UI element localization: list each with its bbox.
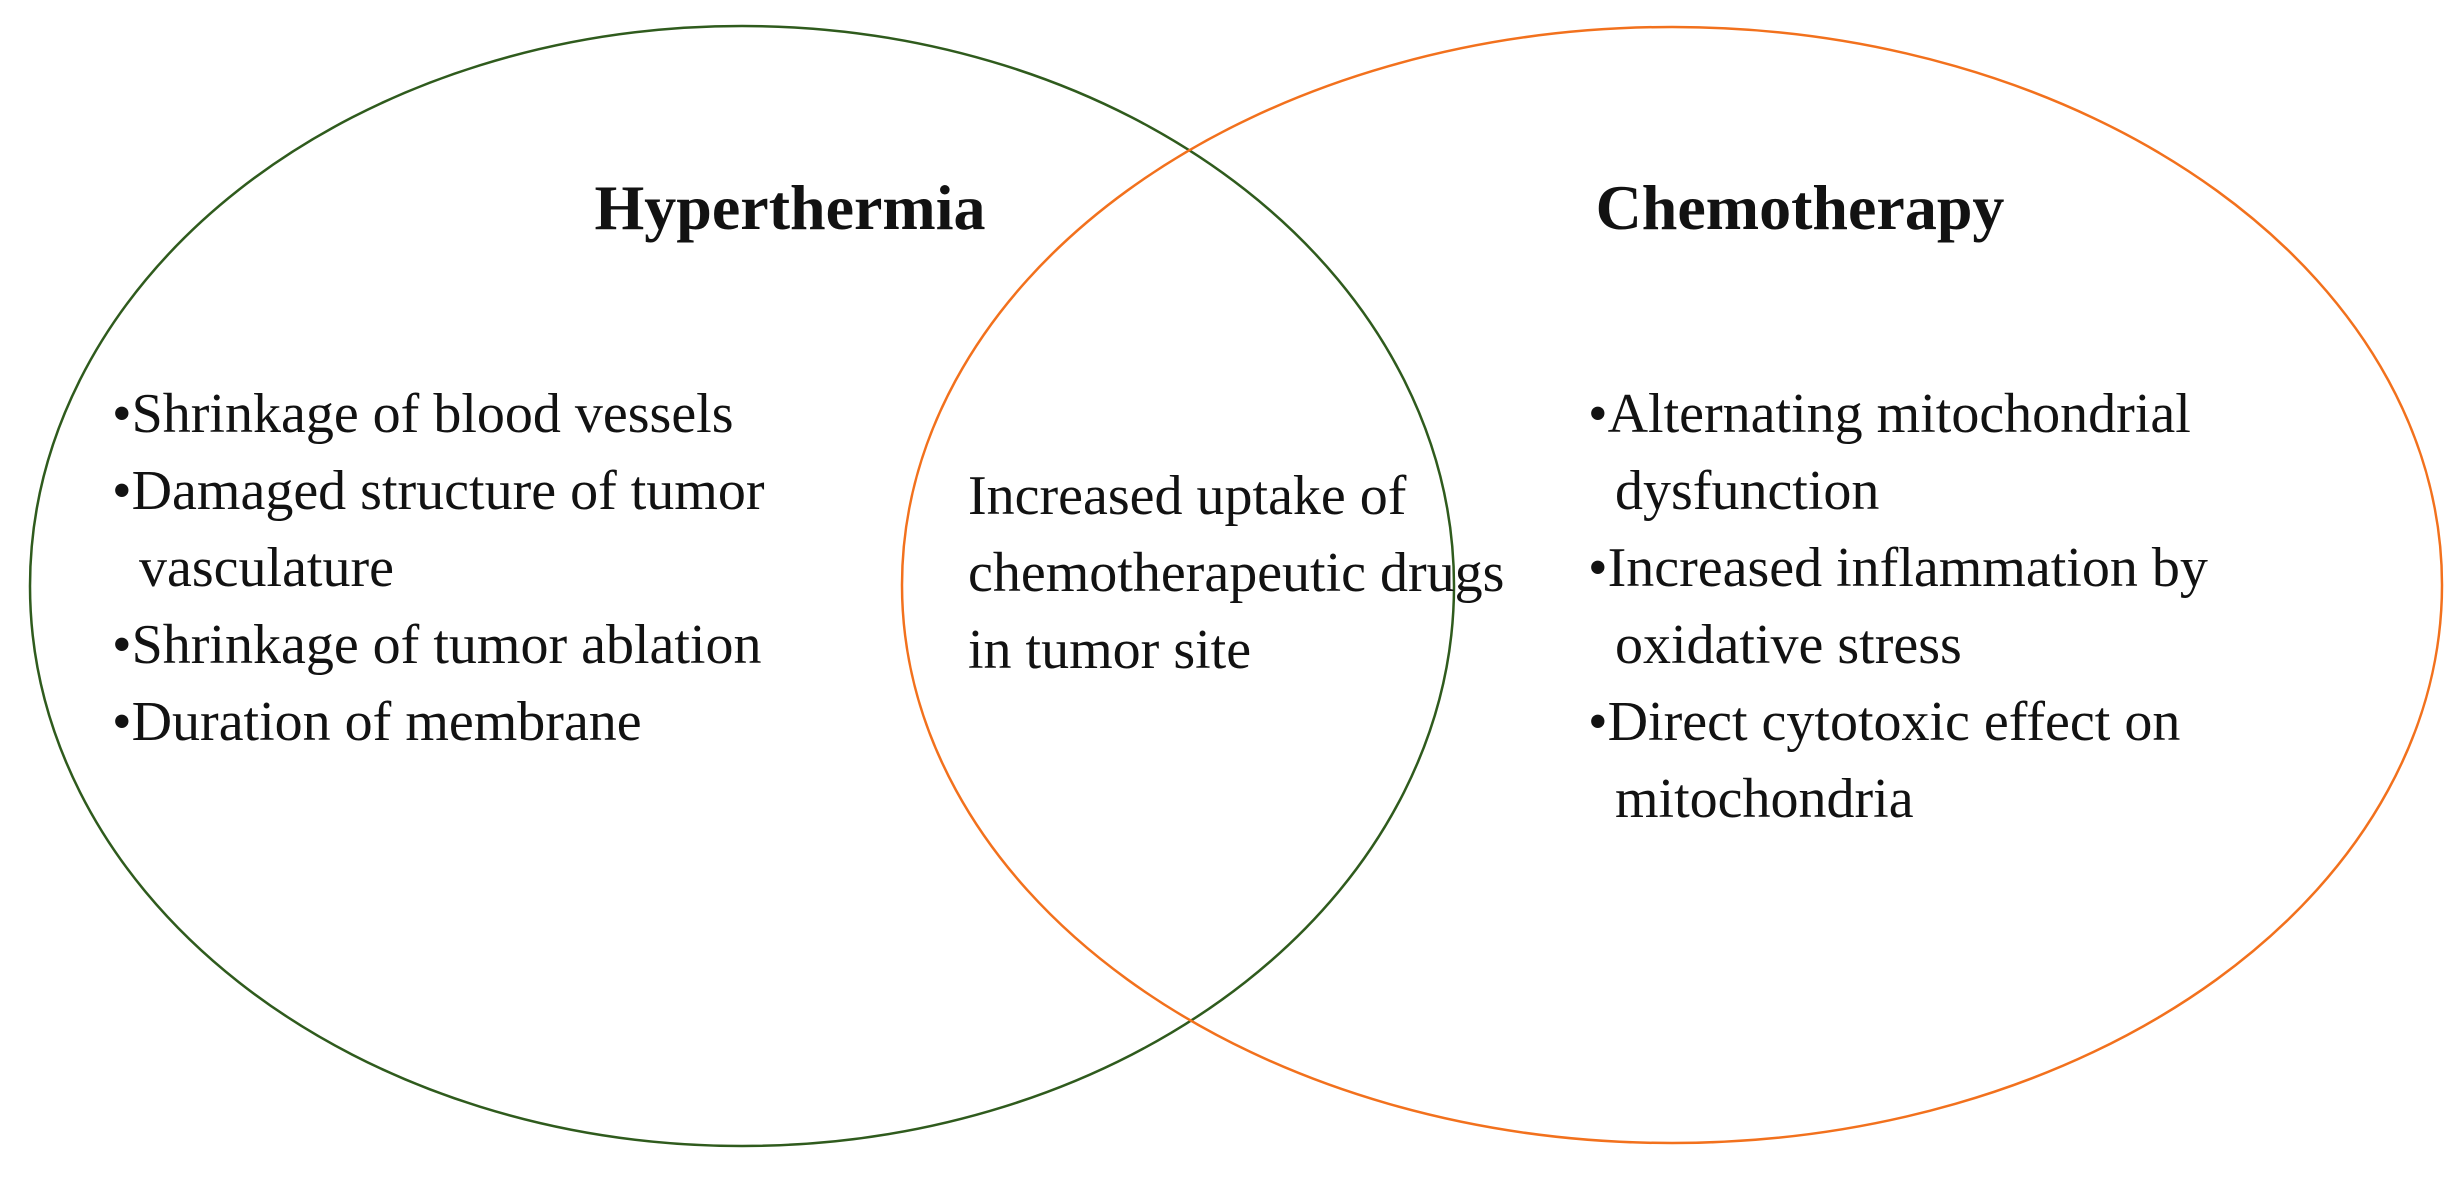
- left-set-title: Hyperthermia: [594, 172, 986, 243]
- bullet-item: Duration of membrane: [112, 684, 952, 761]
- right-set-title: Chemotherapy: [1595, 172, 2005, 243]
- intersection-text: Increased uptake of chemotherapeutic dru…: [968, 465, 1505, 681]
- bullet-item: Damaged structure of tumor vasculature: [112, 453, 952, 607]
- left-set-bullet-list: Shrinkage of blood vesselsDamaged struct…: [112, 376, 952, 761]
- bullet-item: Shrinkage of blood vessels: [112, 376, 952, 453]
- bullet-item: Alternating mitochondrial dysfunction: [1588, 376, 2388, 530]
- bullet-item: Shrinkage of tumor ablation: [112, 607, 952, 684]
- hyperthermia-ellipse-outline: [28, 24, 1456, 1148]
- bullet-item: Increased inflammation by oxidative stre…: [1588, 530, 2388, 684]
- right-set-bullet-list: Alternating mitochondrial dysfunctionInc…: [1588, 376, 2388, 838]
- bullet-item: Direct cytotoxic effect on mitochondria: [1588, 684, 2388, 838]
